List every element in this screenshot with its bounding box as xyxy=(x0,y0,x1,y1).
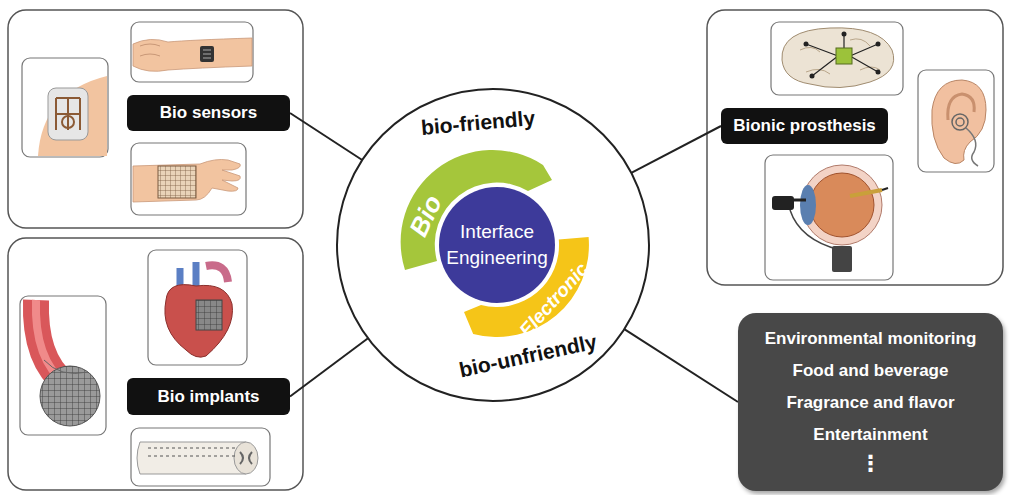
wrist-chip-sensor xyxy=(140,44,160,56)
node-text: Entertainment xyxy=(813,425,927,445)
artery-stent xyxy=(20,296,106,435)
brain-chip xyxy=(800,39,880,74)
artery-stent xyxy=(40,366,100,426)
brain-chip xyxy=(842,32,847,37)
retinal-implant xyxy=(882,188,888,190)
wrist-chip-sensor xyxy=(131,22,253,82)
artery-stent xyxy=(40,366,100,426)
wrist-chip-sensor xyxy=(203,50,211,58)
retinal-implant xyxy=(765,155,893,280)
ear-implant xyxy=(918,70,994,172)
application-box: Environmental monitoringFood and beverag… xyxy=(738,313,1003,491)
shoulder-tattoo-sensor xyxy=(22,58,108,157)
artery-stent xyxy=(44,360,88,374)
brain-chip xyxy=(810,74,815,79)
heart-patch xyxy=(206,265,228,282)
spinal-cord-implant xyxy=(240,452,252,464)
spinal-cord-implant xyxy=(131,428,270,486)
panel-frame xyxy=(707,10,1003,285)
ear-implant xyxy=(918,70,994,172)
node-text: Food and beverage xyxy=(793,361,949,381)
connector-line xyxy=(290,113,362,160)
node-text: Bio implants xyxy=(157,387,259,407)
brain-chip xyxy=(836,48,852,64)
category-label: Bio implants xyxy=(127,378,290,415)
wrist-chip-sensor xyxy=(131,22,253,82)
brain-chip xyxy=(876,70,881,75)
shoulder-tattoo-sensor xyxy=(56,98,80,130)
node-text: ⋮ xyxy=(860,453,882,475)
heart-patch xyxy=(196,300,222,330)
brain-chip xyxy=(806,34,878,76)
retinal-implant xyxy=(772,196,794,210)
spinal-cord-implant xyxy=(131,428,270,486)
panel-frame xyxy=(8,10,1003,490)
node-text: Interface Engineering xyxy=(445,219,549,271)
connector-line xyxy=(624,329,738,402)
panel-frame xyxy=(8,238,303,490)
shoulder-tattoo-sensor xyxy=(22,58,108,157)
brain-chip xyxy=(876,42,881,47)
ear-implant xyxy=(948,94,974,120)
brain-chip xyxy=(771,22,903,95)
ear-implant xyxy=(966,128,978,166)
retinal-implant xyxy=(800,185,816,225)
heart-patch xyxy=(148,250,247,365)
retinal-implant xyxy=(850,190,882,196)
node-text: Bionic prosthesis xyxy=(733,116,876,136)
shoulder-tattoo-sensor xyxy=(38,76,107,156)
spinal-cord-implant xyxy=(234,442,258,474)
brain-chip xyxy=(804,42,809,47)
category-label: Bio sensors xyxy=(127,95,290,131)
node-text: Bio sensors xyxy=(160,103,257,123)
heart-patch xyxy=(196,300,222,330)
hand-grid-sensor xyxy=(131,143,246,215)
ear-implant xyxy=(956,118,964,126)
connector-line xyxy=(631,126,721,173)
retinal-implant xyxy=(790,210,840,250)
heart-patch xyxy=(148,250,247,365)
shoulder-tattoo-sensor xyxy=(62,116,74,128)
core-circle: Interface Engineering xyxy=(439,187,555,303)
retinal-implant xyxy=(810,173,874,237)
retinal-implant xyxy=(832,246,852,272)
interface-circle: bio-friendlyBioElectronicbio-unfriendlyI… xyxy=(336,88,650,402)
brain-chip xyxy=(782,28,894,88)
ear-implant xyxy=(932,80,986,164)
circle-outline xyxy=(337,89,649,401)
artery-stent xyxy=(20,296,106,435)
brain-chip xyxy=(771,22,903,95)
ear-implant xyxy=(952,114,968,130)
heart-patch xyxy=(165,285,233,358)
wrist-chip-sensor xyxy=(200,46,214,62)
spinal-cord-implant xyxy=(137,442,246,474)
hand-grid-sensor xyxy=(158,166,196,198)
panel-frame xyxy=(8,10,303,228)
shoulder-tattoo-sensor xyxy=(48,88,88,140)
spinal-cord-implant xyxy=(148,448,236,456)
node-text: Environmental monitoring xyxy=(765,329,977,349)
node-text: Fragrance and flavor xyxy=(786,393,954,413)
wrist-chip-sensor xyxy=(133,38,252,71)
retinal-implant xyxy=(794,199,806,202)
retinal-implant xyxy=(765,155,893,280)
hand-grid-sensor xyxy=(133,160,240,203)
connector-line xyxy=(290,338,368,396)
hand-grid-sensor xyxy=(158,166,196,198)
hand-grid-sensor xyxy=(131,143,246,215)
category-label: Bionic prosthesis xyxy=(721,108,888,144)
